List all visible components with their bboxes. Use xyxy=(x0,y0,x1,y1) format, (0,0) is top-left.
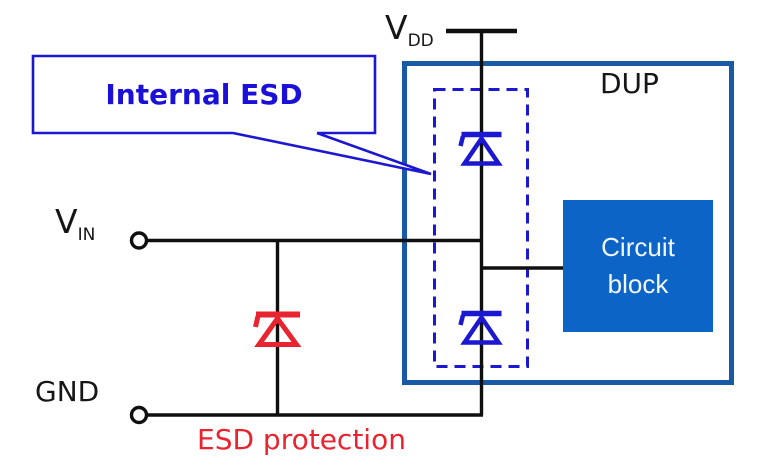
gnd-label: GND xyxy=(35,375,100,408)
vin-terminal xyxy=(129,231,149,250)
external-esd-diode-icon xyxy=(253,311,302,347)
vin-label-subscript: IN xyxy=(77,225,96,245)
vdd-label: VDD xyxy=(385,8,434,51)
vdd-label-base: V xyxy=(385,8,408,47)
vin-label-base: V xyxy=(55,202,78,241)
internal-esd-callout-label: Internal ESD xyxy=(105,77,303,111)
circuit-block-label: Circuit block xyxy=(563,200,713,332)
gnd-terminal xyxy=(129,405,149,425)
callout-bubble-outline xyxy=(31,54,432,176)
vin-label: VIN xyxy=(55,202,95,245)
internal-esd-diode-upper-icon xyxy=(458,131,503,166)
dup-label: DUP xyxy=(600,67,659,100)
callout-bubble xyxy=(33,56,431,174)
vdd-label-subscript: DD xyxy=(407,31,434,51)
esd-protection-label: ESD protection xyxy=(197,423,406,456)
internal-esd-diode-lower-icon xyxy=(458,310,503,345)
dup-box xyxy=(402,61,734,385)
circuit-block-label-line1: Circuit xyxy=(601,232,675,262)
circuit-block-label-line2: block xyxy=(607,269,669,299)
circuit-block xyxy=(563,200,713,332)
